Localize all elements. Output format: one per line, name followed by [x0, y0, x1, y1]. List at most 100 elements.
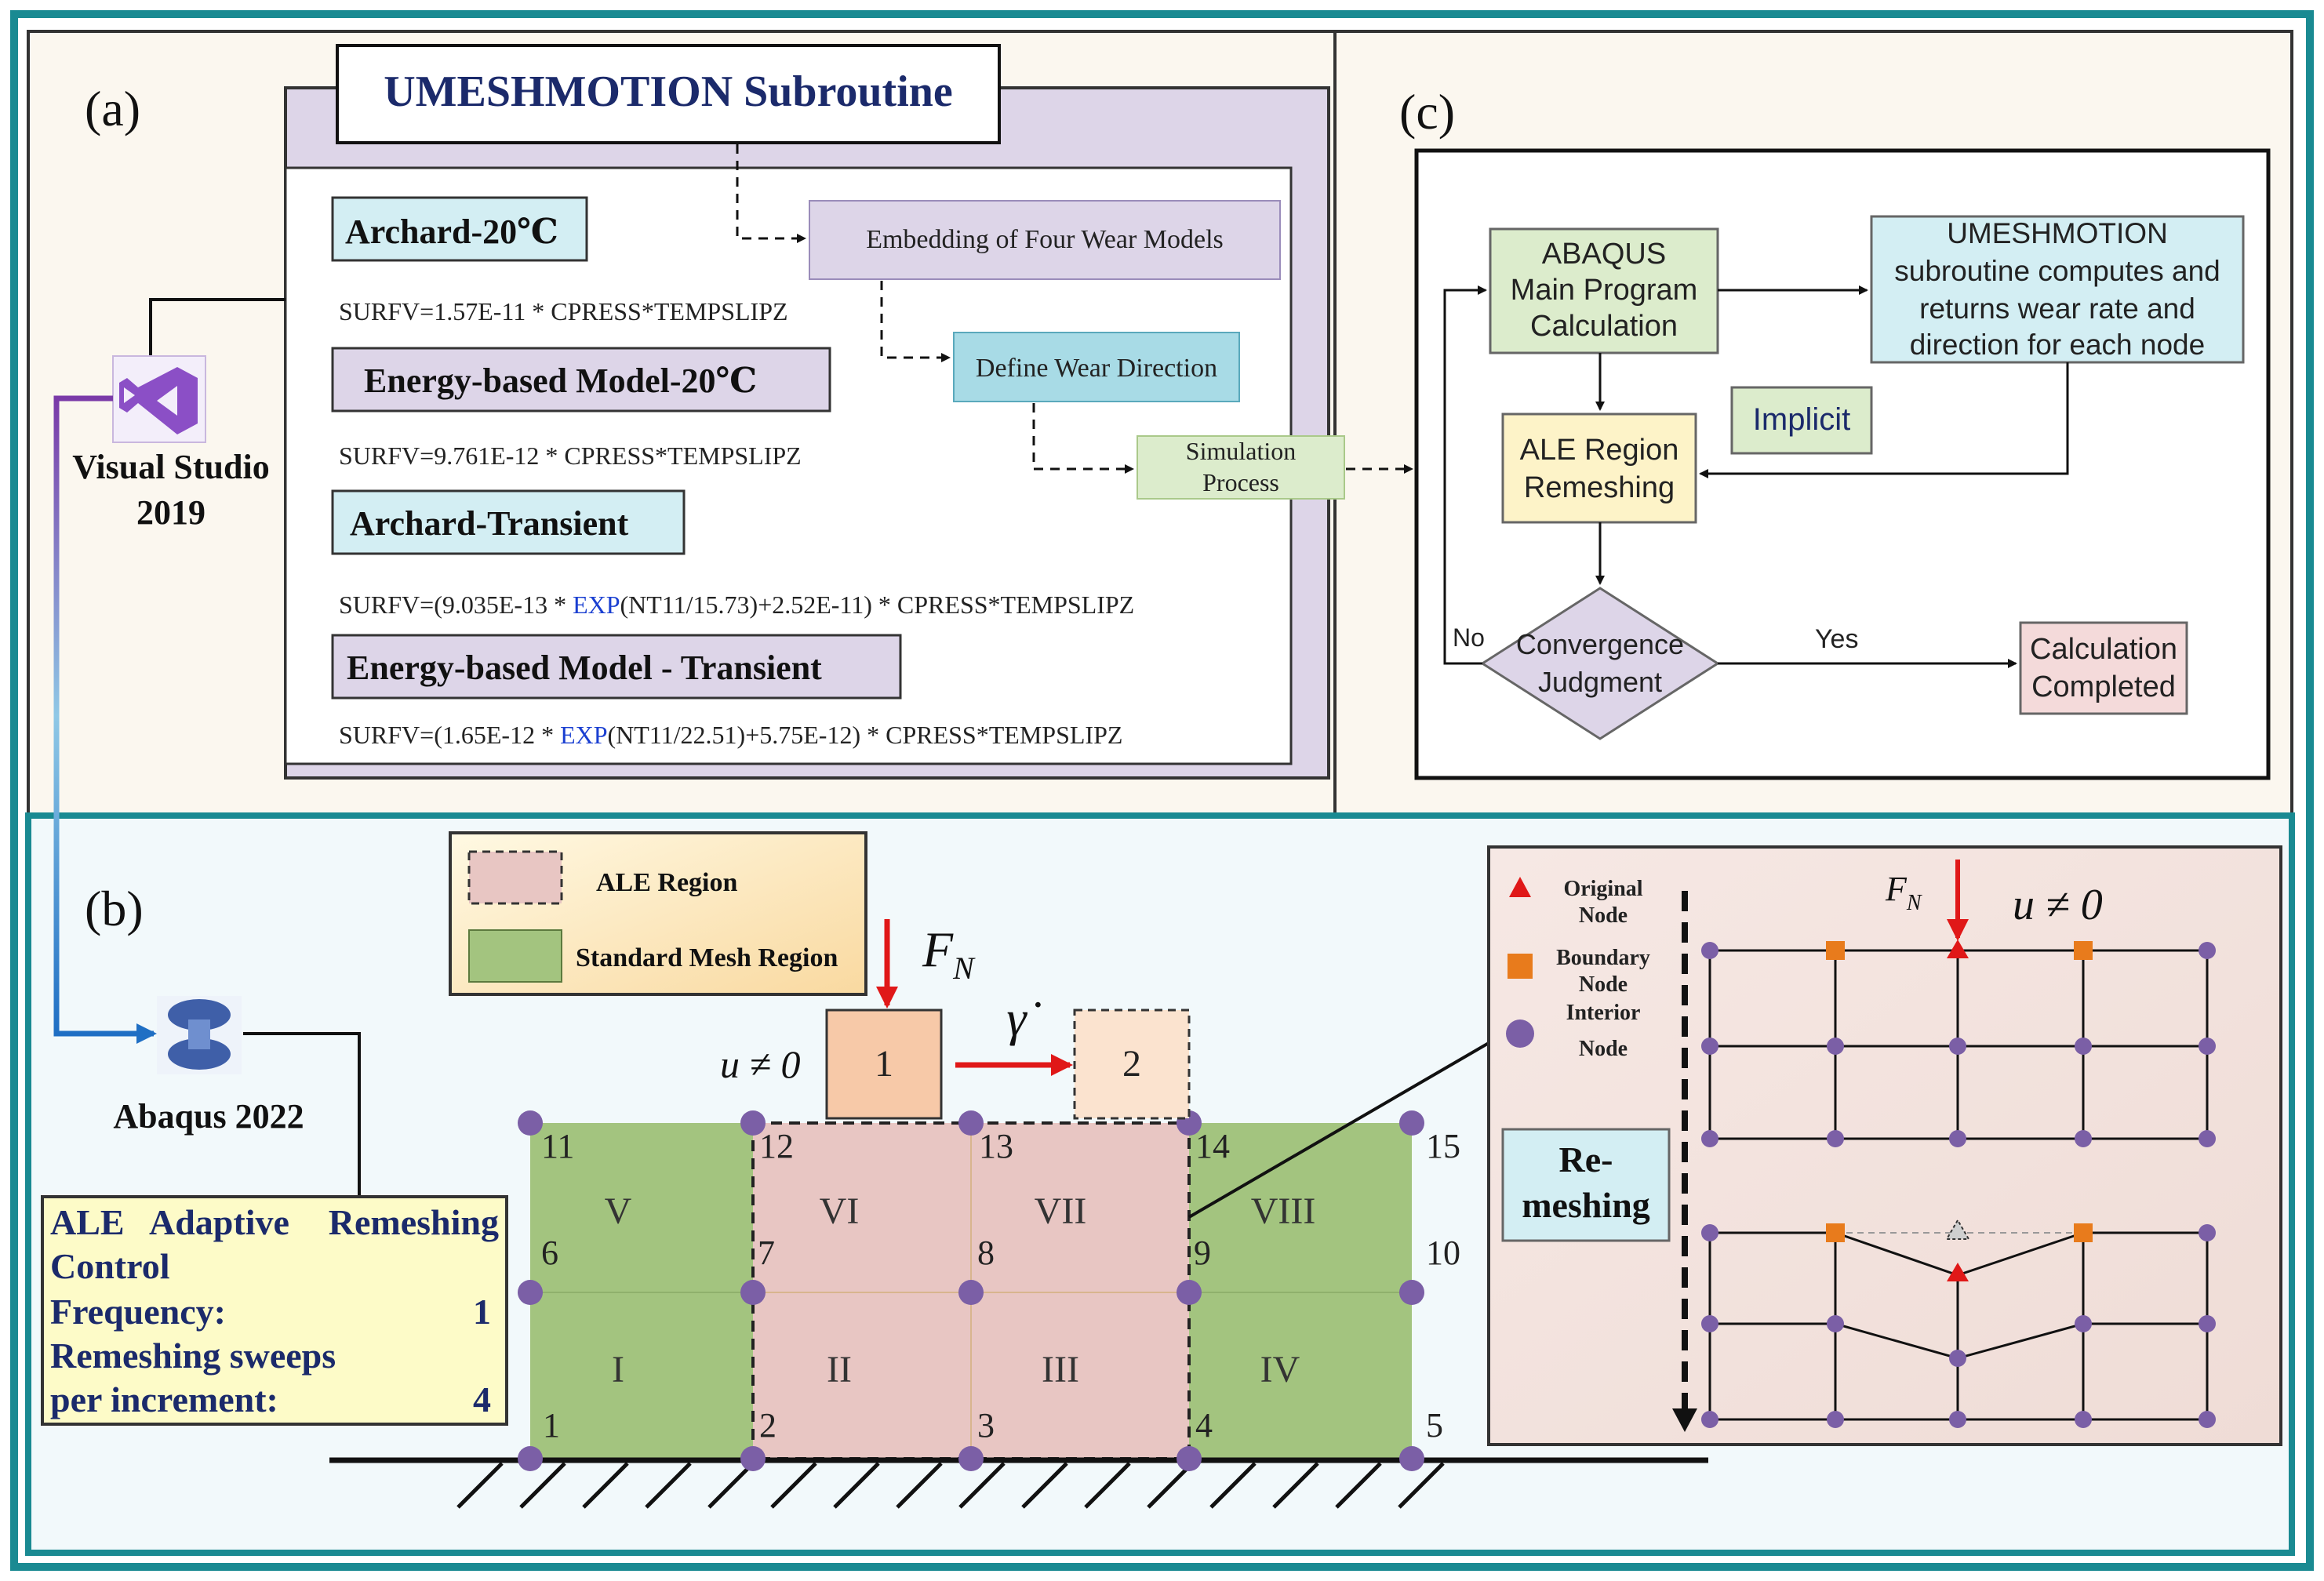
node-4 [1177, 1446, 1202, 1471]
region-label-i: I [612, 1349, 624, 1390]
connector-vs-abaqus [53, 395, 157, 1044]
node-number-12: 12 [759, 1127, 794, 1165]
node-12 [740, 1110, 766, 1136]
formula-archard-transient-exp: EXP [573, 591, 620, 619]
remeshed-mesh-nodes [1701, 1224, 2216, 1428]
remeshed-boundary-node-right [2074, 1223, 2093, 1242]
sweeps-value: 4 [473, 1379, 491, 1419]
formula-archard-transient: SURFV=(9.035E-13 * EXP(NT11/15.73)+2.52E… [339, 591, 1134, 619]
boundary-node-marker [1508, 954, 1533, 979]
region-label-viii: VIII [1251, 1190, 1316, 1232]
region-label-iv: IV [1260, 1349, 1300, 1390]
yes-label: Yes [1815, 624, 1858, 654]
node-10 [1399, 1280, 1424, 1305]
boundary-node-line-1: Boundary [1556, 946, 1650, 970]
abaqus-main-line-2: Main Program [1511, 274, 1698, 307]
formula-energy-20: SURFV=9.761E-12 * CPRESS*TEMPSLIPZ [339, 442, 802, 470]
block-1-label: 1 [875, 1043, 893, 1085]
node-number-2: 2 [759, 1406, 776, 1445]
remeshing-line-2: meshing [1522, 1185, 1650, 1225]
control-title-line-2: Control [50, 1246, 170, 1286]
umesh-box [1870, 215, 2245, 364]
umesh-line-2: subroutine computes and [1894, 255, 2220, 287]
implicit-label: Implicit [1753, 402, 1850, 437]
node-number-13: 13 [979, 1127, 1013, 1165]
formula-energy-transient-exp: EXP [560, 721, 607, 749]
inset-connector [1187, 1041, 1490, 1219]
node-15 [1399, 1110, 1424, 1136]
mesh-nodes [518, 1110, 1424, 1471]
node-1 [518, 1446, 543, 1471]
node-number-15: 15 [1426, 1127, 1460, 1165]
original-node-marker [1509, 877, 1531, 897]
frequency-value: 1 [473, 1292, 491, 1332]
arrow-no-loop [1443, 285, 1487, 665]
node-3 [958, 1446, 984, 1471]
region-v [530, 1123, 753, 1292]
no-label: No [1453, 623, 1485, 652]
convergence-line-2: Judgment [1538, 666, 1662, 698]
frequency-label: Frequency: [50, 1292, 226, 1332]
block-1 [825, 1009, 943, 1120]
inset-load-subscript: N [1906, 891, 1922, 915]
moved-node [1947, 1263, 1969, 1281]
convergence-line-1: Convergence [1516, 628, 1684, 660]
node-2 [740, 1446, 766, 1471]
interior-node-line-2: Node [1579, 1037, 1628, 1061]
model-box-energy-transient [331, 634, 902, 700]
region-label-v: V [605, 1190, 632, 1232]
formula-archard-transient-post: (NT11/15.73)+2.52E-11) * CPRESS*TEMPSLIP… [620, 591, 1135, 619]
panel-c-label: (c) [1399, 84, 1455, 140]
node-number-7: 7 [758, 1234, 775, 1272]
define-direction-box [953, 332, 1240, 402]
original-boundary-node-left [1826, 941, 1845, 960]
sweeps-label-2: per increment: [50, 1379, 278, 1419]
ale-remeshing-line-1: ALE Region [1520, 434, 1679, 467]
abaqus-icon [157, 996, 242, 1074]
interior-node-line-1: Interior [1566, 1001, 1641, 1025]
load-symbol: F [922, 921, 954, 977]
arrow-title-embedding [736, 144, 806, 243]
simulation-line-1: Simulation [1186, 437, 1296, 465]
original-node-line-1: Original [1563, 877, 1642, 901]
node-number-6: 6 [541, 1234, 558, 1272]
model-name-archard-transient: Archard-Transient [350, 504, 629, 543]
original-mesh-nodes [1701, 942, 2216, 1147]
simulation-box [1137, 435, 1345, 500]
formula-energy-transient-post: (NT11/22.51)+5.75E-12) * CPRESS*TEMPSLIP… [608, 721, 1123, 749]
load-label: FN [922, 921, 976, 986]
embedding-box [809, 200, 1281, 280]
sweeps-label-1: Remeshing sweeps [50, 1336, 336, 1376]
node-13 [958, 1110, 984, 1136]
region-label-ii: II [827, 1349, 852, 1390]
node-11 [518, 1110, 543, 1136]
panel-b-label: (b) [85, 881, 144, 936]
node-5 [1399, 1446, 1424, 1471]
node-number-9: 9 [1194, 1234, 1211, 1272]
node-number-14: 14 [1195, 1127, 1230, 1165]
block-2 [1073, 1009, 1191, 1120]
visual-studio-label-1: Visual Studio [72, 448, 269, 486]
model-name-energy-transient: Energy-based Model - Transient [347, 649, 822, 687]
visual-studio-icon [112, 355, 206, 443]
formula-archard-transient-pre: SURFV=(9.035E-13 * [339, 591, 573, 619]
inset-load-label: FN [1885, 870, 1922, 915]
original-boundary-node-right [2074, 941, 2093, 960]
process-arrow-head [1672, 1408, 1697, 1432]
ground-hatch [456, 1462, 1445, 1509]
abaqus-main-box [1489, 227, 1719, 354]
formula-energy-transient: SURFV=(1.65E-12 * EXP(NT11/22.51)+5.75E-… [339, 721, 1122, 749]
block-2-label: 2 [1122, 1043, 1141, 1085]
node-8 [958, 1280, 984, 1305]
legend-ale-label: ALE Region [596, 868, 738, 897]
node-number-10: 10 [1426, 1234, 1460, 1272]
node-number-1: 1 [543, 1406, 560, 1445]
remeshed-boundary-node-left [1826, 1223, 1845, 1242]
convergence-diamond [1480, 587, 1720, 740]
model-box-archard-20 [331, 196, 588, 262]
legend-standard-label: Standard Mesh Region [576, 943, 838, 972]
connector-abaqus-control [243, 1032, 361, 1197]
original-node-top [1947, 940, 1969, 958]
node-7 [740, 1280, 766, 1305]
original-node-line-2: Node [1579, 903, 1628, 928]
